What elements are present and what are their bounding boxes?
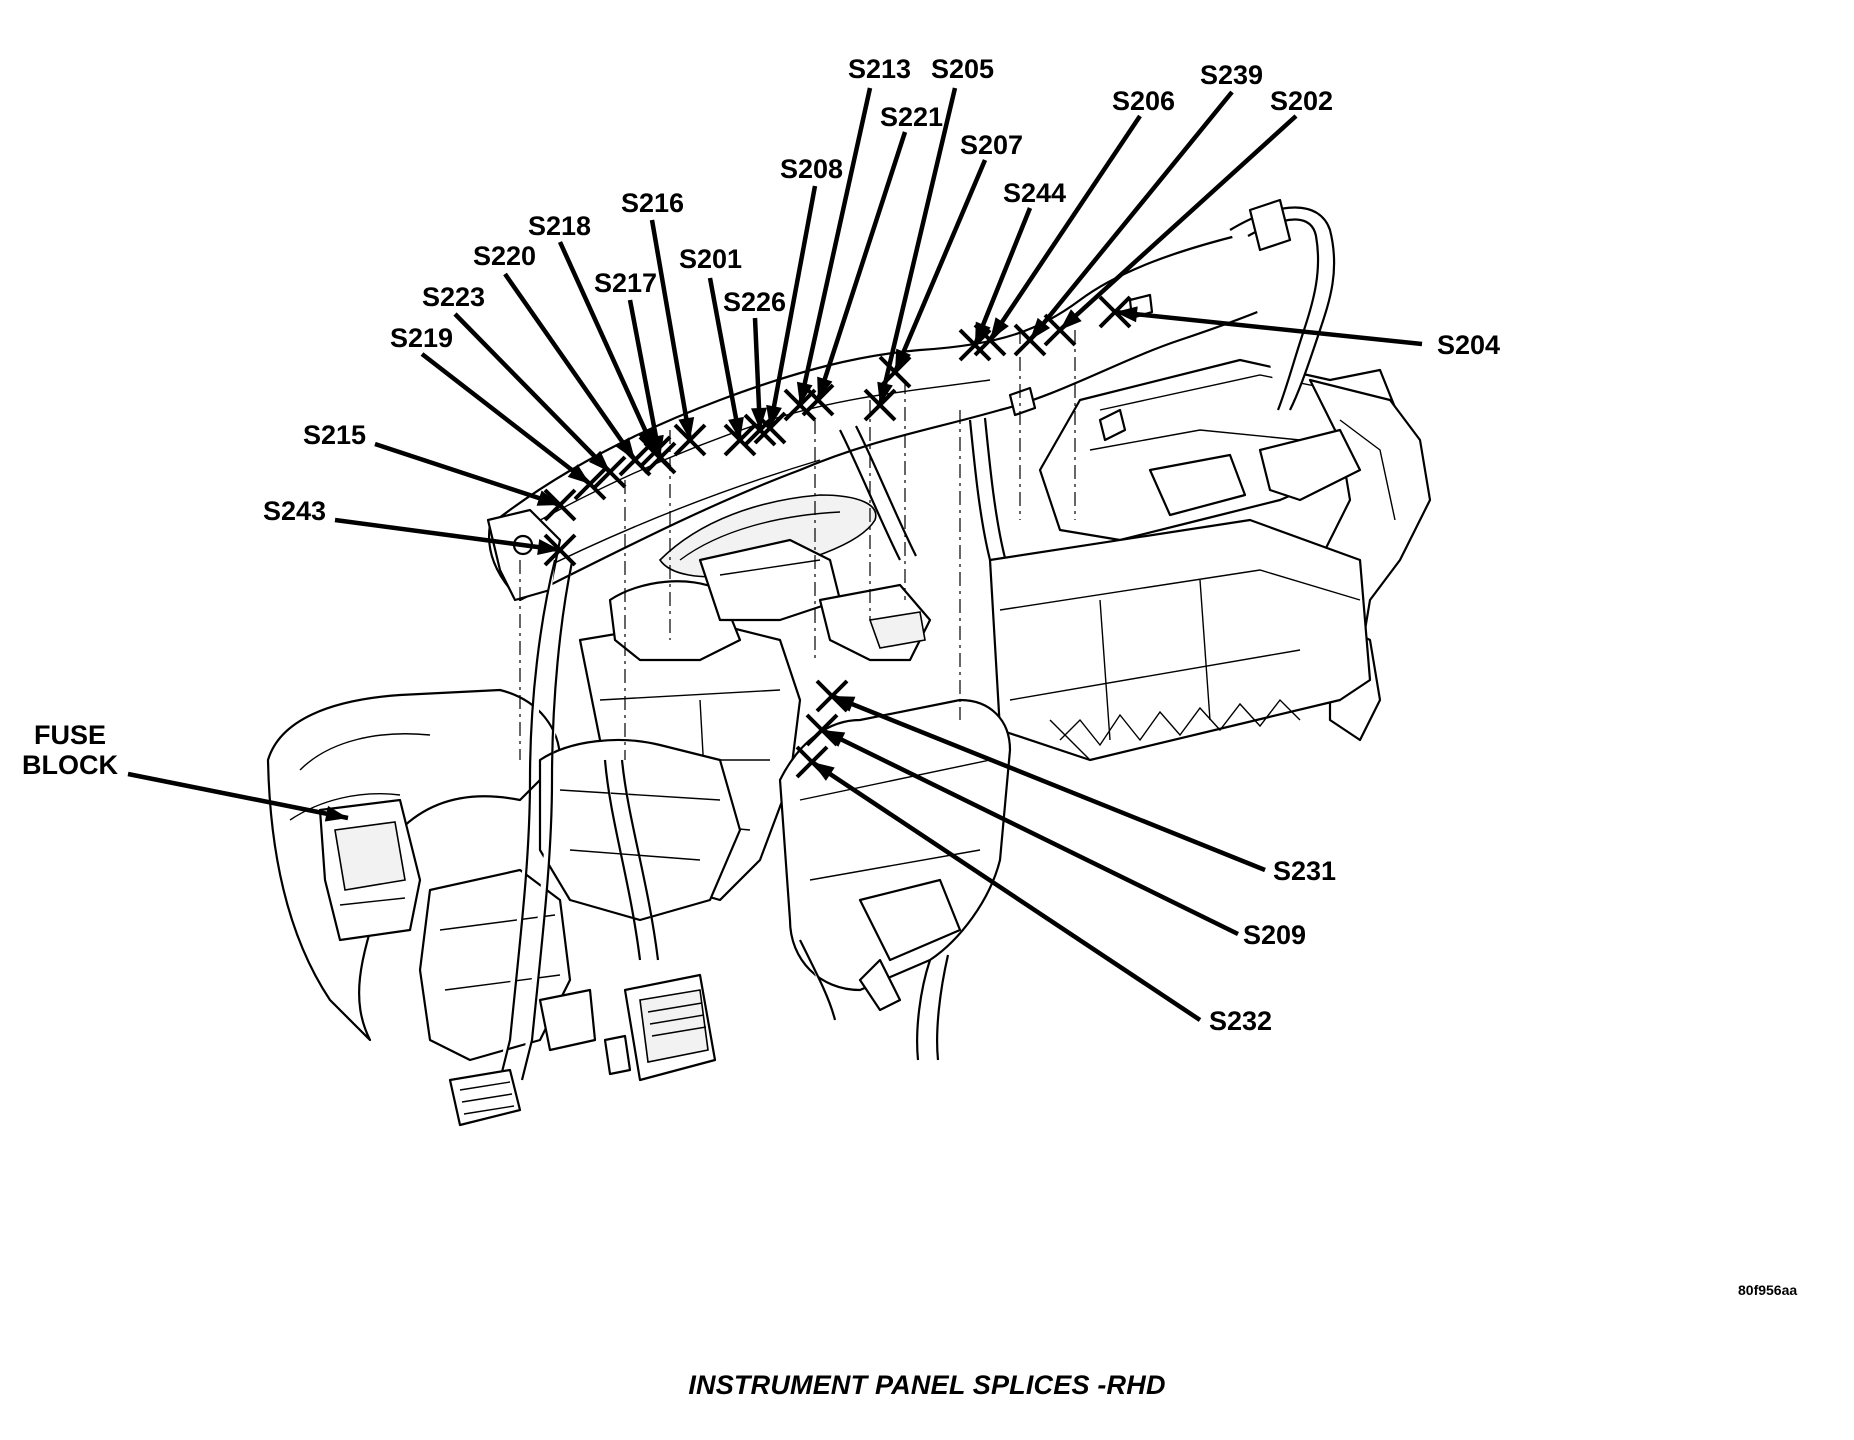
- callout-S216: S216: [621, 188, 684, 218]
- leader-S215: [374, 441, 561, 508]
- arrowhead-S221: [817, 376, 833, 400]
- figure-code: 80f956aa: [1738, 1282, 1798, 1298]
- leader-S204: [1114, 309, 1423, 347]
- arrowhead-S244: [975, 321, 991, 345]
- arrowhead-S217: [648, 434, 664, 458]
- arrowhead-S219: [567, 464, 590, 484]
- callout-S221: S221: [880, 102, 943, 132]
- arrowhead-S243: [537, 539, 560, 556]
- leader-S231: [831, 693, 1266, 873]
- callout-S231: S231: [1273, 856, 1336, 886]
- arrowhead-S226: [751, 407, 768, 430]
- leader-S209: [821, 727, 1239, 937]
- callout-S215: S215: [303, 420, 366, 450]
- fuse-block-label-line1: FUSE: [34, 720, 106, 750]
- callout-S206: S206: [1112, 86, 1175, 116]
- leader-S220: [503, 272, 637, 462]
- arrowhead-S201: [728, 416, 744, 440]
- callout-S208: S208: [780, 154, 843, 184]
- leader-S216: [649, 219, 693, 441]
- callout-S220: S220: [473, 241, 536, 271]
- arrowhead-S213: [796, 381, 813, 405]
- callout-S201: S201: [679, 244, 742, 274]
- arrowhead-S215: [536, 490, 560, 506]
- callout-S219: S219: [390, 323, 453, 353]
- arrowhead-S216: [678, 416, 695, 440]
- diagram-caption: INSTRUMENT PANEL SPLICES -RHD: [688, 1370, 1166, 1400]
- arrowhead-S207: [895, 348, 911, 372]
- arrowhead-S232: [812, 762, 835, 781]
- callout-S202: S202: [1270, 86, 1333, 116]
- leader-S219: [420, 352, 592, 486]
- leader-S218: [557, 241, 658, 453]
- leader-S232: [810, 760, 1202, 1022]
- callout-S213: S213: [848, 54, 911, 84]
- arrowhead-S206: [990, 317, 1009, 340]
- leader-S207: [892, 159, 988, 373]
- callout-S226: S226: [723, 287, 786, 317]
- callout-S239: S239: [1200, 60, 1263, 90]
- arrowhead-S231: [832, 696, 856, 712]
- leader-S243: [334, 517, 561, 553]
- leader-S202: [1058, 114, 1298, 332]
- leader-S205: [877, 87, 958, 406]
- callout-S217: S217: [594, 268, 657, 298]
- leader-S244: [972, 207, 1033, 346]
- leader-FUSE-BLOCK: [127, 771, 349, 821]
- leader-S206: [988, 114, 1142, 342]
- callout-S243: S243: [263, 496, 326, 526]
- leader-S213: [797, 87, 873, 406]
- callout-S223: S223: [422, 282, 485, 312]
- arrowhead-S205: [877, 381, 893, 405]
- callout-S218: S218: [528, 211, 591, 241]
- fuse-block-label-line2: BLOCK: [22, 750, 118, 780]
- leader-S208: [767, 185, 818, 429]
- arrowhead-S202: [1060, 309, 1082, 330]
- arrowhead-FUSE-BLOCK: [324, 805, 348, 822]
- leader-S201: [707, 277, 743, 441]
- leader-lines: [127, 87, 1423, 1022]
- callout-S232: S232: [1209, 1006, 1272, 1036]
- callout-S207: S207: [960, 130, 1023, 160]
- arrowhead-S204: [1115, 306, 1138, 323]
- leader-S221: [815, 131, 908, 401]
- leader-S223: [453, 312, 612, 474]
- callout-S205: S205: [931, 54, 994, 84]
- arrowhead-S208: [766, 404, 782, 428]
- callout-S209: S209: [1243, 920, 1306, 950]
- callout-labels: S213 S205 S239 S206 S202 S221 S207 S208 …: [22, 54, 1500, 1036]
- callout-S244: S244: [1003, 178, 1066, 208]
- arrowhead-S239: [1030, 317, 1051, 340]
- arrowhead-S209: [822, 730, 846, 747]
- leader-S239: [1028, 90, 1234, 342]
- arrowhead-S223: [588, 450, 610, 472]
- leader-S217: [627, 299, 663, 459]
- arrowhead-S220: [615, 437, 635, 460]
- arrowhead-S218: [638, 428, 655, 452]
- callout-S204: S204: [1437, 330, 1500, 360]
